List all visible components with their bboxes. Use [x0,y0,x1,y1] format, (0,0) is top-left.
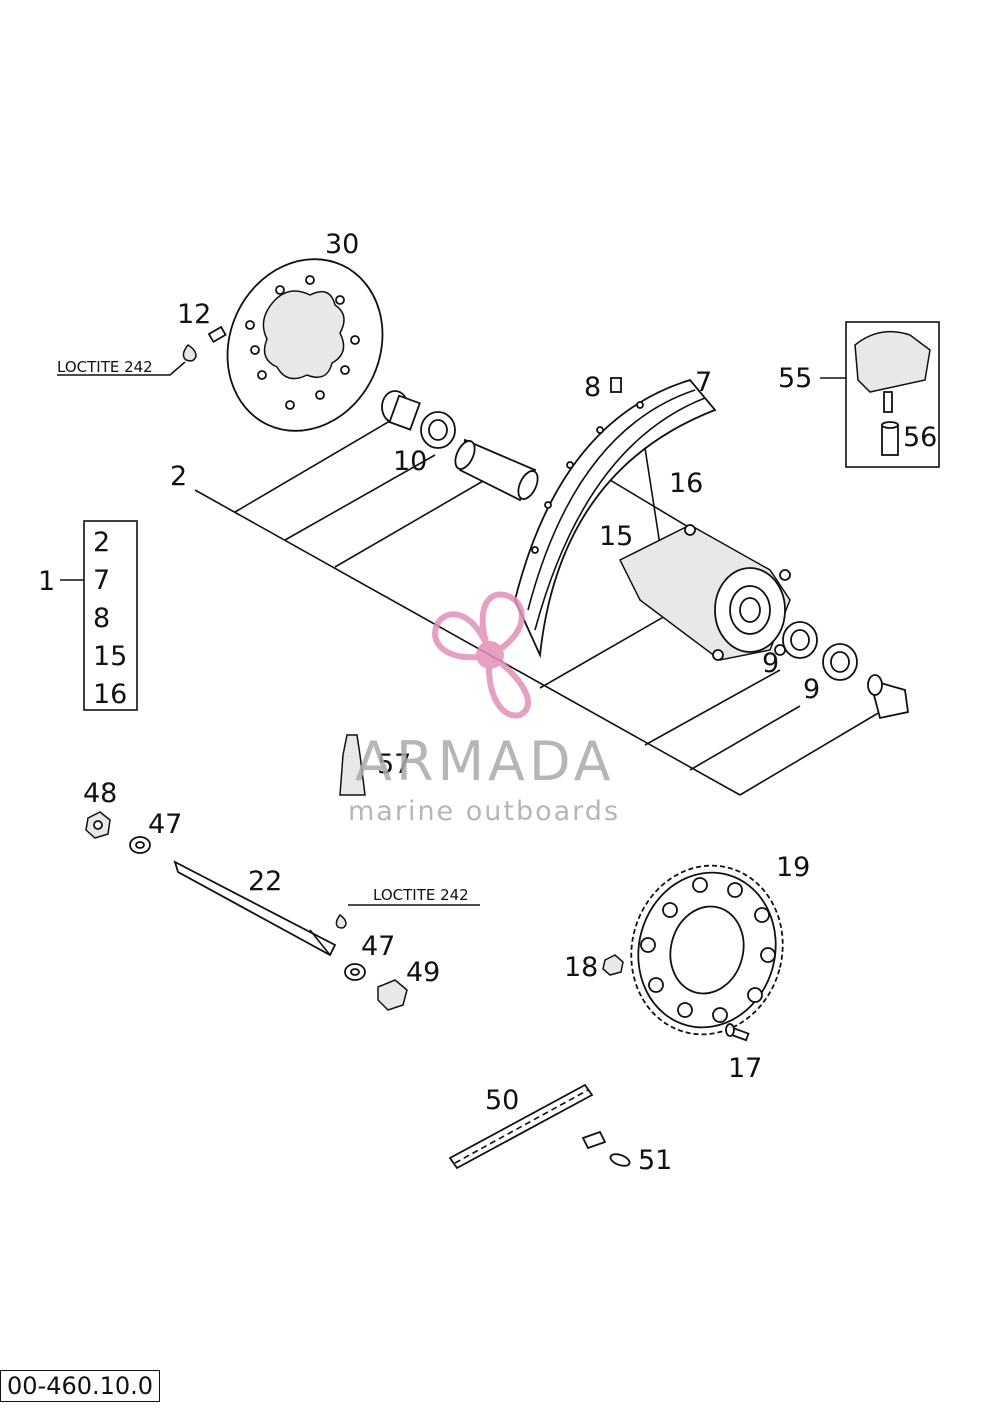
callout-55: 55 [778,363,812,394]
valve-box [820,321,940,468]
brake-disc [226,258,384,432]
callout-1: 1 [38,566,55,597]
kit-item: 8 [93,603,110,634]
callout-47b: 47 [361,931,395,962]
loctite-note-top: LOCTITE 242 [57,358,153,376]
kit-item: 2 [93,527,110,558]
callout-12: 12 [177,299,211,330]
watermark: ARMADA marine outboards [348,591,620,827]
callout-9b: 9 [803,674,820,705]
loctite-note-bottom: LOCTITE 242 [373,886,469,904]
callout-51: 51 [638,1145,672,1176]
callout-50: 50 [485,1085,519,1116]
watermark-brand: ARMADA [355,730,615,793]
drawing-code: 00-460.10.0 [0,1370,161,1402]
axle [173,860,480,957]
washer-left [129,836,151,854]
propeller-logo-icon [432,591,531,719]
callout-57: 57 [377,749,411,780]
washer-right [344,963,366,981]
disc-bolt [57,325,227,376]
callout-56: 56 [903,422,937,453]
callout-7: 7 [695,367,712,398]
rear-sprocket [630,864,784,1036]
sprocket-bolt [725,1023,750,1042]
master-link [581,1130,631,1167]
wheel-hub [609,447,791,661]
kit-item: 15 [93,641,127,672]
axle-nut-left [85,811,111,839]
callout-47a: 47 [148,809,182,840]
axle-nut-right [377,979,408,1011]
callout-9a: 9 [762,648,779,679]
callout-19: 19 [776,852,810,883]
callout-16: 16 [669,468,703,499]
callout-15: 15 [599,521,633,552]
hub-bearings [782,621,910,720]
callout-22: 22 [248,866,282,897]
wheel-rim [514,378,717,659]
spoke-nipple [610,377,622,393]
loctite-bottle [339,734,366,796]
callout-49: 49 [406,957,440,988]
callout-8: 8 [584,372,601,403]
callout-17: 17 [728,1053,762,1084]
assembly-leader-lines [194,417,881,796]
kit-item: 16 [93,679,127,710]
drive-chain [448,1083,594,1170]
callout-48: 48 [83,778,117,809]
spacer-bearing-assembly [381,390,539,502]
callout-2: 2 [170,461,187,492]
sprocket-nut [602,954,624,976]
callout-30: 30 [325,229,359,260]
callout-10: 10 [393,446,427,477]
kit-item: 7 [93,565,110,596]
callout-labels: 30 12 10 2 8 7 16 15 55 56 9 9 1 57 48 4… [38,229,937,1176]
kit-box [60,520,138,711]
callout-18: 18 [564,952,598,983]
watermark-tagline: marine outboards [348,796,620,827]
